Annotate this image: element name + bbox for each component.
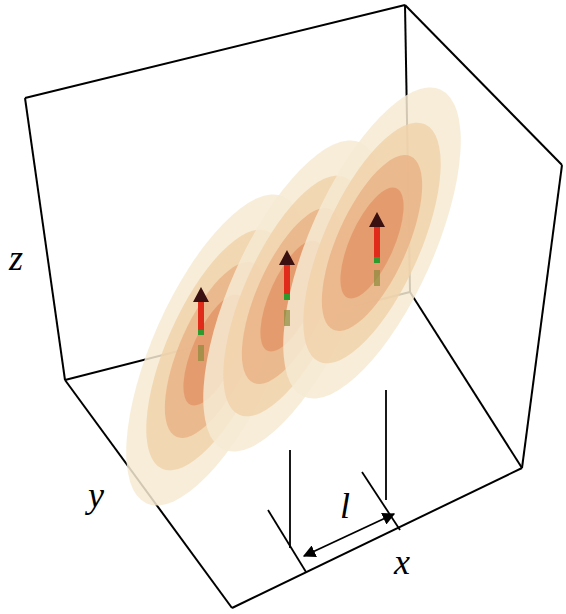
dimension-label: l	[340, 488, 350, 524]
box-frame	[25, 5, 562, 608]
dimension-mark	[268, 472, 400, 572]
axis-label: z	[9, 240, 23, 276]
axis-label: y	[88, 477, 104, 513]
atom-cloud	[90, 64, 497, 528]
spin-arrow	[193, 212, 385, 361]
axis-label: x	[394, 544, 410, 580]
